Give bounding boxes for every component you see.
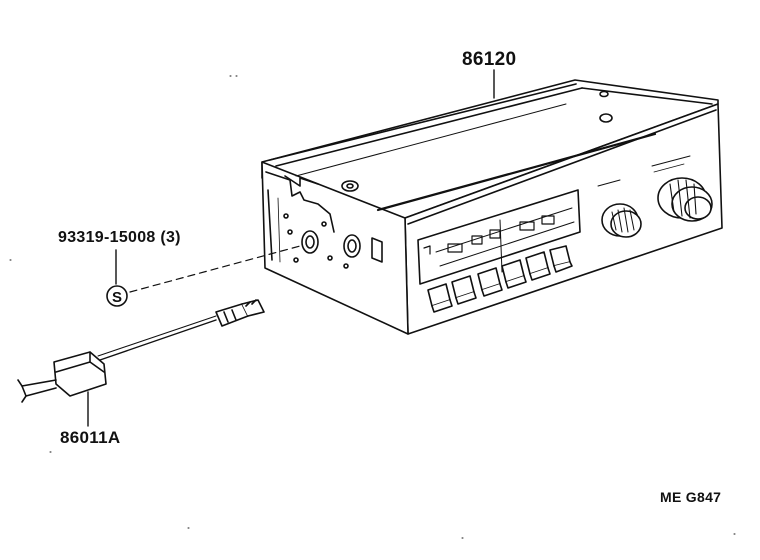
screw-marker-label: S	[112, 289, 122, 306]
side-mount-hole	[343, 234, 361, 258]
radio-unit	[261, 79, 723, 335]
tuning-knob	[601, 203, 642, 238]
wire-harness	[17, 299, 265, 427]
top-hole	[599, 90, 609, 98]
radio-side-face	[261, 161, 409, 335]
side-mount-hole	[301, 230, 319, 254]
top-hole	[341, 180, 359, 192]
screw-marker-circle	[106, 285, 128, 307]
volume-knob	[657, 177, 713, 222]
dial-window	[417, 189, 581, 285]
part-number-harness: 86011A	[60, 428, 121, 447]
part-number-radio-unit: 86120	[462, 49, 517, 70]
top-hole	[599, 113, 613, 123]
diagram-code: ME G847	[660, 489, 722, 505]
noise-filter-box	[53, 351, 107, 397]
part-number-screw: 93319-15008 (3)	[58, 229, 181, 246]
preset-buttons	[427, 245, 573, 313]
screw-dashed-line	[129, 245, 301, 293]
wire	[99, 319, 217, 361]
connector-plug	[215, 303, 249, 327]
